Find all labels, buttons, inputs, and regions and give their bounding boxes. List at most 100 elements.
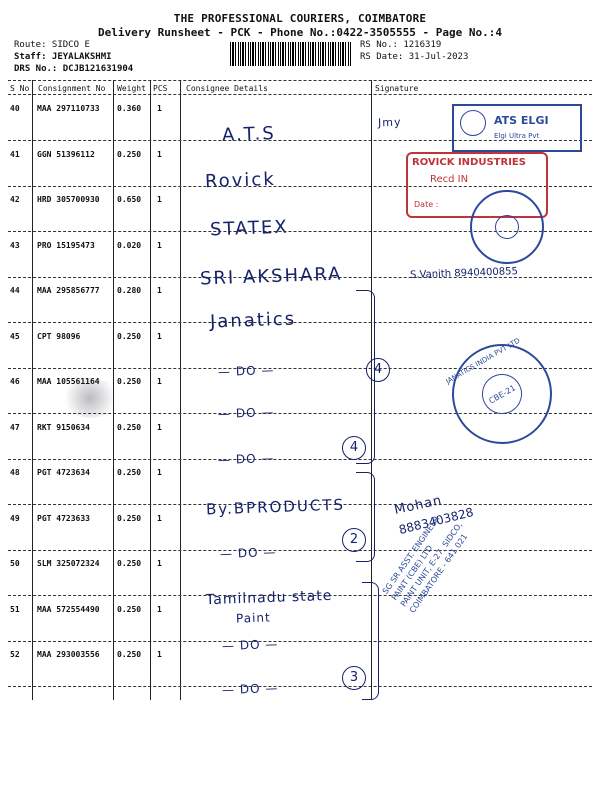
group-count: 3 [342,666,366,690]
handwritten-ditto: — DO — [219,545,277,561]
row-pcs: 1 [157,422,162,432]
signature: Jmy [377,115,402,130]
row-weight: 0.020 [117,240,142,250]
col-header-signature: Signature [375,84,419,93]
row-weight: 0.250 [117,650,142,659]
row-sno: 43 [10,240,20,250]
row-weight: 0.360 [117,104,142,113]
row-pcs: 1 [157,240,162,250]
round-seal [470,190,544,264]
group-bracket [356,472,375,562]
col-divider [371,80,372,700]
elgi-stamp-sub: Elgi Ultra Pvt [494,132,540,140]
col-divider [113,80,114,700]
col-header-consignment: Consignment No [38,84,106,93]
row-sno: 47 [10,422,20,432]
elgi-stamp: ATS ELGI Elgi Ultra Pvt [452,104,582,152]
row-weight: 0.250 [117,513,142,523]
row-separator [8,640,592,642]
runsheet-subtitle: Delivery Runsheet - PCK - Phone No.:0422… [98,26,502,39]
company-title: THE PROFESSIONAL COURIERS, COIMBATORE [173,12,427,25]
handwritten-ditto: — DO — [217,363,275,379]
elgi-stamp-title: ATS ELGI [494,114,549,127]
row-sno: 42 [10,195,20,204]
rovick-stamp-title: ROVICK INDUSTRIES [412,157,526,168]
row-sno: 46 [10,377,20,386]
row-pcs: 1 [157,650,162,659]
row-weight: 0.250 [117,331,142,341]
handwritten-consignee: STATEX [209,216,289,241]
row-pcs: 1 [157,559,162,568]
row-weight: 0.250 [117,604,142,614]
row-consignment-no: MAA 105561164 [37,377,100,386]
row-consignment-no: PGT 4723633 [37,513,90,523]
janatics-seal-center: CBE-21 [474,366,530,422]
row-separator [8,458,592,460]
row-sno: 50 [10,559,20,568]
row-consignment-no: RKT 9150634 [37,422,90,432]
handwritten-ditto: — DO — [217,405,275,421]
handwritten-consignee: Janatics [209,308,297,333]
row-pcs: 1 [157,377,162,386]
row-pcs: 1 [157,104,162,113]
row-pcs: 1 [157,331,162,341]
row-pcs: 1 [157,513,162,523]
row-pcs: 1 [157,149,162,159]
handwritten-ditto: — DO — [217,451,275,467]
row-separator [8,686,592,687]
group-count: 4 [342,436,366,460]
handwritten-consignee: A.T.S [221,123,277,146]
row-separator [8,549,592,551]
janatics-seal: JANATICS INDIA PVT LTD CBE-21 [433,325,571,463]
rs-date: RS Date: 31-Jul-2023 [360,52,469,62]
row-separator [8,322,592,323]
row-weight: 0.250 [117,422,142,432]
row-sno: 41 [10,149,20,159]
row-consignment-no: GGN 51396112 [37,149,95,159]
row-separator [8,185,592,187]
row-consignment-no: MAA 293003556 [37,650,100,659]
row-sno: 45 [10,331,20,341]
row-separator [8,367,592,369]
handwritten-consignee: SRI AKSHARA [199,263,343,290]
row-pcs: 1 [157,468,162,477]
route-label: Route: SIDCO E [14,40,90,50]
elgi-logo-icon [460,110,486,136]
handwritten-consignee: Tamilnadu state [205,587,333,609]
handwritten-ditto: — DO — [221,637,279,653]
row-consignment-no: CPT 98096 [37,331,81,341]
group-bracket [362,582,379,700]
row-weight: 0.650 [117,195,142,204]
col-header-pcs: PCS [153,84,168,93]
row-separator [8,276,592,278]
row-sno: 44 [10,286,20,295]
row-consignment-no: PRO 15195473 [37,240,95,250]
row-separator [8,413,592,414]
col-header-weight: Weight [117,84,146,93]
row-sno: 40 [10,104,20,113]
row-consignment-no: SLM 325072324 [37,559,100,568]
barcode [230,42,352,66]
row-weight: 0.280 [117,286,142,295]
row-weight: 0.250 [117,377,142,386]
rovick-stamp-date: Date : [414,200,439,209]
header-bottom-rule [8,94,592,95]
row-consignment-no: MAA 297110733 [37,104,100,113]
row-sno: 48 [10,468,20,477]
handwritten-consignee: Paint [235,610,271,626]
col-divider [32,80,33,700]
row-weight: 0.250 [117,149,142,159]
row-weight: 0.250 [117,559,142,568]
ink-smudge [60,378,120,418]
row-consignment-no: PGT 4723634 [37,468,90,477]
header-top-rule [8,80,592,81]
staff-label: Staff: JEYALAKSHMI [14,52,112,62]
signature: S.Vanith 8940400855 [409,266,519,281]
row-sno: 52 [10,650,20,659]
handwritten-consignee: By.BPRODUCTS [205,495,346,519]
row-sno: 51 [10,604,20,614]
row-sno: 49 [10,513,20,523]
group-count: 2 [342,528,366,552]
col-divider [150,80,151,700]
